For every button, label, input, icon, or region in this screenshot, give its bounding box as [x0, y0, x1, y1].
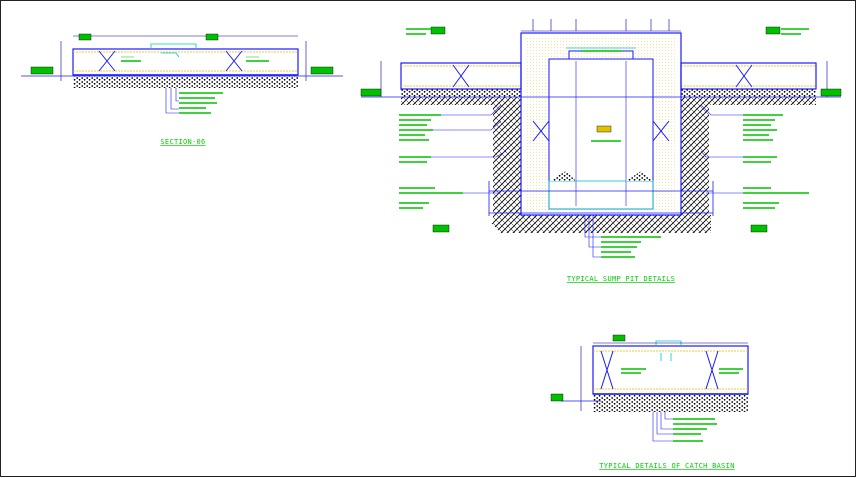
- sump-pit-title: TYPICAL SUMP PIT DETAILS: [567, 275, 675, 283]
- section-06-detail: SECTION-06: [21, 33, 343, 146]
- sump-right-slab: [680, 62, 817, 90]
- sump-backfill-right: [681, 105, 709, 223]
- catch-basin-body: [592, 345, 749, 395]
- sump-pit-walls: [520, 32, 682, 216]
- sump-backfill-bottom: [501, 215, 711, 233]
- sump-backfill-left: [493, 105, 521, 223]
- catch-basin-title: TYPICAL DETAILS OF CATCH BASIN: [599, 462, 734, 470]
- catch-basin-gravel: [593, 394, 748, 412]
- sump-pit-detail: TYPICAL SUMP PIT DETAILS: [360, 19, 842, 283]
- catch-basin-detail: TYPICAL DETAILS OF CATCH BASIN: [550, 334, 749, 470]
- section-gravel-base: [73, 76, 298, 88]
- section-06-title: SECTION-06: [160, 138, 205, 146]
